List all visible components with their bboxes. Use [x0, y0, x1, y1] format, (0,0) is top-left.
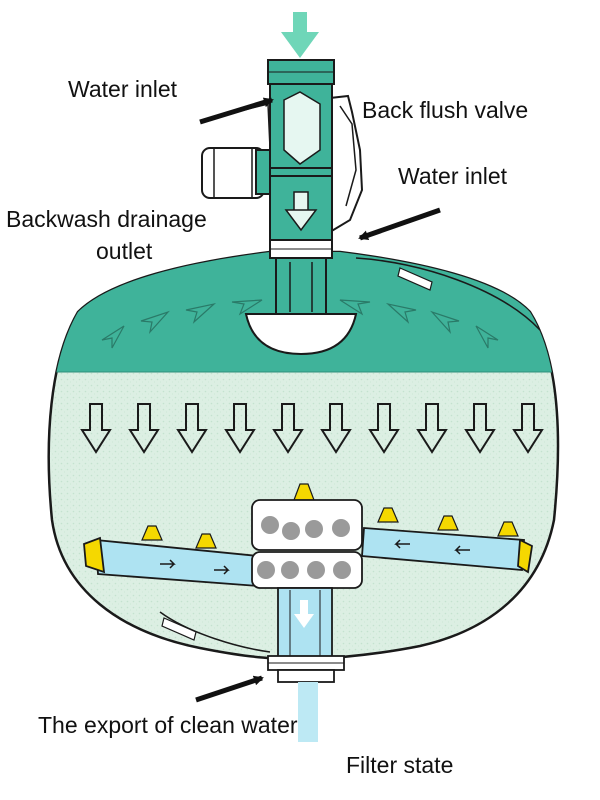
media-flow-arrows: [80, 403, 544, 454]
tank-neck: [244, 239, 358, 356]
clean-water-outlet: [267, 587, 345, 742]
label-backwash-drainage: Backwash drainage: [6, 206, 207, 232]
outlet-flow-arrow-icon: [294, 600, 314, 628]
pointer-arrow-clean-water: [195, 675, 264, 703]
label-export-clean-water: The export of clean water: [38, 712, 298, 738]
label-filter-state: Filter state: [346, 752, 454, 778]
collector-hub: [251, 499, 363, 589]
valve-flow-arrow-icon: [284, 191, 318, 232]
back-flush-valve-assembly: [201, 59, 364, 243]
inflow-arrow-icon: [281, 12, 319, 58]
pointer-arrows: [195, 97, 441, 703]
label-water-inlet-top: Water inlet: [68, 76, 178, 102]
pointer-arrow-water-inlet-top: [199, 97, 274, 125]
label-back-flush-valve: Back flush valve: [362, 97, 529, 123]
lateral-pipe-left: [83, 536, 259, 587]
diffusion-arrows: [101, 299, 499, 349]
pointer-arrow-water-inlet-right: [358, 207, 441, 241]
nozzles: [141, 483, 519, 549]
label-backwash-outlet: outlet: [96, 238, 153, 264]
lateral-pipe-right: [361, 527, 533, 574]
label-water-inlet-right: Water inlet: [398, 163, 508, 189]
